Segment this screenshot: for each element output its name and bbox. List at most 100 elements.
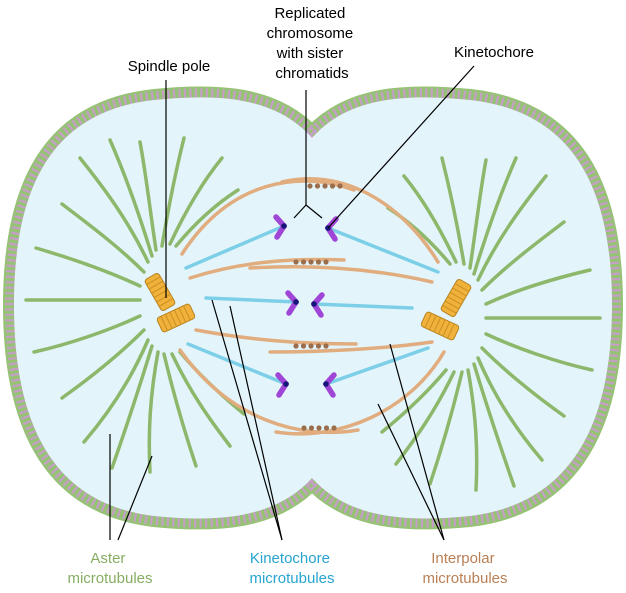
aster-microtubule-32 bbox=[428, 370, 464, 486]
kinetochore-microtubules-group bbox=[184, 224, 440, 386]
interpolar-microtubule-2 bbox=[280, 177, 440, 264]
replicated-chromosome-label: Replicated chromosome with sister chroma… bbox=[267, 5, 358, 82]
aster-microtubule-33 bbox=[394, 370, 456, 466]
aster-microtubule-11 bbox=[60, 328, 146, 400]
chromosome-bead-3-3 bbox=[308, 343, 314, 349]
chromosome-bead-4-3 bbox=[316, 425, 322, 431]
centriole-stripe-2-25 bbox=[183, 305, 191, 321]
leader-line-11 bbox=[377, 403, 445, 541]
centriole-1 bbox=[144, 273, 176, 311]
centriole-stripe-1-20 bbox=[156, 293, 171, 303]
aster-microtubule-19 bbox=[484, 268, 592, 306]
interpolar-microtubule-8 bbox=[274, 350, 446, 436]
centriole-4 bbox=[420, 311, 460, 341]
aster-microtubule-28 bbox=[480, 346, 566, 418]
centriole-stripe-1-5 bbox=[148, 280, 164, 290]
chromosome-bead-4-5 bbox=[331, 425, 337, 431]
aster-microtubule-25 bbox=[402, 174, 458, 264]
leader-line-3 bbox=[305, 204, 323, 219]
leader-line-10 bbox=[389, 343, 445, 541]
centriole-stripe-4-5 bbox=[428, 315, 437, 331]
interpolar-microtubule-6 bbox=[268, 340, 434, 354]
aster-microtubule-8 bbox=[168, 156, 224, 246]
interpolar-microtubule-4 bbox=[248, 265, 434, 284]
aster-microtubule-5 bbox=[108, 138, 154, 258]
centriole-body-4 bbox=[420, 311, 460, 341]
centriole-stripe-1-10 bbox=[151, 284, 166, 294]
chromosome-bead-3-1 bbox=[293, 343, 299, 349]
spindle-pole-label: Spindle pole bbox=[128, 58, 211, 75]
kinetochore-dot-6 bbox=[323, 381, 329, 387]
replicated-chromosome-line-2: chromosome bbox=[267, 25, 354, 42]
kinetochore-microtubule-1 bbox=[184, 224, 286, 270]
chromosome-bead-4-2 bbox=[308, 425, 315, 431]
kinetochore-dot-3 bbox=[293, 299, 299, 305]
leader-line-9 bbox=[229, 305, 283, 541]
cytoplasm bbox=[14, 97, 612, 519]
interpolar-microtubule-7 bbox=[178, 348, 360, 435]
aster-microtubule-13 bbox=[110, 344, 154, 470]
aster-microtubule-6 bbox=[138, 140, 158, 252]
aster-microtubule-20 bbox=[480, 220, 566, 292]
centriole-stripe-1-25 bbox=[158, 297, 174, 307]
aster-microtubule-22 bbox=[472, 156, 518, 276]
centriole-body-2 bbox=[156, 303, 196, 333]
centriole-stripe-4-10 bbox=[433, 317, 442, 333]
centriole-stripe-3-10 bbox=[447, 296, 462, 306]
aster-microtubule-24 bbox=[440, 156, 466, 266]
aster-microtubule-23 bbox=[468, 158, 488, 270]
aster-microtubule-15 bbox=[162, 352, 198, 468]
chromosome-bead-3-5 bbox=[323, 343, 329, 349]
aster-microtubule-12 bbox=[82, 338, 150, 444]
kinetochore-microtubule-5 bbox=[186, 342, 288, 386]
centriole-stripe-4-20 bbox=[442, 321, 451, 337]
kinetochore-microtubule-3 bbox=[204, 296, 298, 304]
chromosome-bead-3-4 bbox=[315, 343, 322, 349]
aster-microtubule-30 bbox=[472, 362, 516, 488]
centriole-stripe-2-0 bbox=[160, 316, 169, 331]
kinetochore-dot-4 bbox=[311, 301, 317, 307]
kinetochore-label: Kinetochore bbox=[454, 44, 534, 61]
chromosome-bead-2-1 bbox=[293, 259, 299, 265]
leader-lines-group bbox=[109, 65, 475, 541]
interpolar-label-line-2: microtubules bbox=[422, 570, 507, 587]
leader-line-5 bbox=[327, 65, 475, 229]
leader-line-7 bbox=[117, 455, 153, 541]
centriole-stripe-3-20 bbox=[452, 287, 467, 297]
centriole-stripe-2-10 bbox=[169, 311, 178, 327]
aster-microtubule-31 bbox=[466, 368, 479, 492]
kinetochore-microtubules-label: Kinetochore microtubules bbox=[249, 550, 334, 587]
interpolar-label-line-1: Interpolar bbox=[431, 550, 494, 567]
aster-microtubule-16 bbox=[170, 352, 232, 448]
aster-microtubule-14 bbox=[147, 350, 160, 474]
chromosome-bead-2-2 bbox=[300, 259, 307, 265]
centriole-3 bbox=[440, 279, 472, 317]
chromosome-bead-1-3 bbox=[322, 183, 328, 189]
chromosome-beads-group bbox=[293, 183, 343, 431]
kinetochore-microtubule-2 bbox=[326, 226, 440, 274]
chromosome-bead-1-5 bbox=[337, 183, 343, 189]
centriole-stripe-4-25 bbox=[447, 323, 455, 339]
chromosome-bead-2-5 bbox=[323, 259, 329, 265]
aster-microtubule-21 bbox=[476, 174, 548, 282]
aster-microtubules-group bbox=[24, 136, 602, 492]
chromosome-bead-1-2 bbox=[314, 183, 321, 189]
replicated-chromosome-line-3: with sister bbox=[276, 45, 344, 62]
chromosome-bead-1-4 bbox=[329, 183, 336, 189]
centriole-stripe-2-15 bbox=[173, 309, 182, 325]
aster-microtubule-27 bbox=[484, 332, 594, 372]
leader-line-8 bbox=[211, 299, 283, 541]
centriole-stripe-3-15 bbox=[449, 291, 465, 301]
centriole-2 bbox=[156, 303, 196, 333]
chromosome-bead-4-4 bbox=[323, 425, 330, 431]
kinetochore-microtubule-4 bbox=[312, 302, 414, 310]
leader-line-2 bbox=[293, 204, 307, 219]
kinetochore-mt-label-line-1: Kinetochore bbox=[250, 550, 330, 567]
text-labels: Replicated chromosome with sister chroma… bbox=[67, 5, 534, 587]
centriole-stripe-4-0 bbox=[424, 313, 433, 328]
centriole-stripe-1-0 bbox=[146, 276, 161, 286]
interpolar-microtubules-label: Interpolar microtubules bbox=[422, 550, 507, 587]
centriole-stripe-3-0 bbox=[442, 304, 457, 314]
centriole-stripe-4-15 bbox=[437, 319, 446, 335]
